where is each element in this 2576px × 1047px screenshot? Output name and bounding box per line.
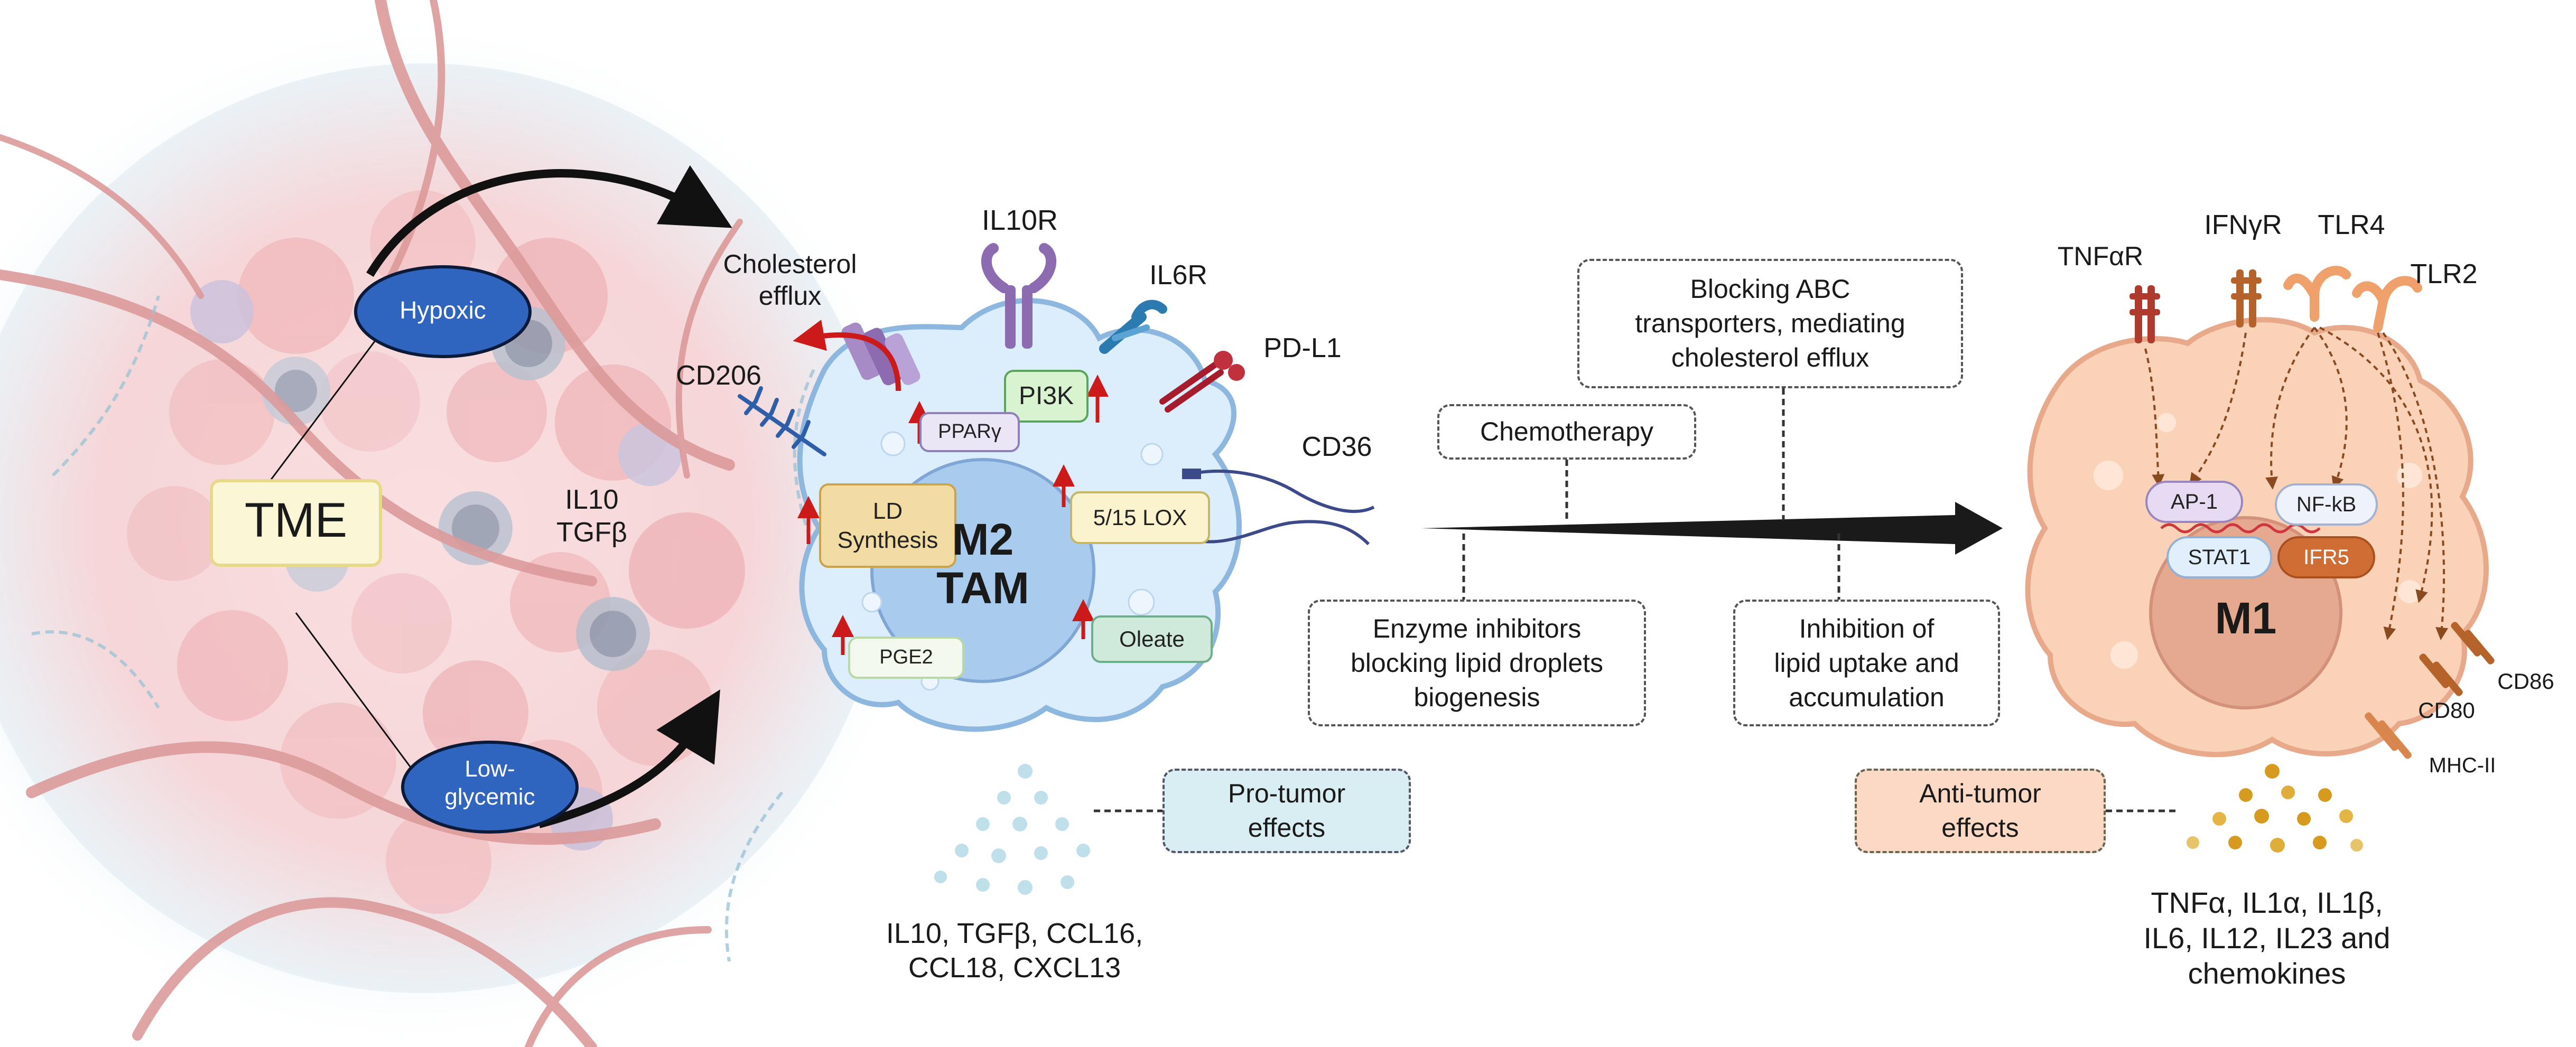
ld-synthesis-box: LD Synthesis [819, 483, 956, 568]
cd80-receptor-icon [2419, 653, 2463, 696]
cd36-label: CD36 [1301, 432, 1372, 462]
lipid-uptake-inhibition-box: Inhibition of lipid uptake and accumulat… [1733, 600, 2000, 726]
il6r-receptor-icon [1099, 300, 1167, 354]
pi3k-box: PI3K [1004, 370, 1089, 423]
cd86-receptor-icon [2451, 622, 2495, 665]
hypoxic-label: Hypoxic [399, 296, 486, 324]
ifngr-receptor-icon [2231, 269, 2262, 328]
tlr4-receptor-icon [2283, 266, 2351, 322]
pge2-box: PGE2 [848, 637, 964, 679]
ifr5-box: IFR5 [2277, 536, 2375, 578]
pdl1-receptor-icon [1159, 351, 1245, 413]
hypoxic-arrow [366, 165, 732, 277]
m1-signaling-arrows [2144, 326, 2449, 640]
anti-tumor-cytokine-dots [2187, 764, 2363, 853]
stat1-box: STAT1 [2166, 536, 2272, 578]
low-glycemic-label: Low- glycemic [444, 756, 535, 810]
cholesterol-efflux-label: Cholesterol efflux [723, 249, 857, 311]
tme-region [0, 0, 930, 1047]
m2-nucleus-label: M2 TAM [936, 515, 1029, 613]
chemotherapy-box: Chemotherapy [1437, 404, 1696, 460]
hypoxic-ellipse [354, 265, 532, 358]
oleate-box: Oleate [1091, 615, 1213, 663]
cd206-receptor-icon [738, 386, 826, 456]
il10r-receptor-icon [981, 243, 1056, 349]
ap1-box: AP-1 [2145, 481, 2243, 523]
lox-box: 5/15 LOX [1070, 491, 1210, 544]
enzyme-inhibitors-box: Enzyme inhibitors blocking lipid droplet… [1308, 600, 1646, 726]
cd80-label: CD80 [2418, 698, 2475, 723]
tnfar-receptor-icon [2129, 285, 2160, 343]
tlr4-label: TLR4 [2318, 210, 2385, 240]
pro-tumor-cytokine-dots [934, 764, 1090, 895]
m1-nucleus-label: M1 [2215, 593, 2277, 643]
low-glycemic-arrow [537, 689, 720, 828]
cd206-label: CD206 [676, 360, 761, 391]
tlr2-receptor-icon [2352, 276, 2422, 332]
tnfar-label: TNFαR [2057, 241, 2144, 271]
il6r-label: IL6R [1149, 260, 1207, 291]
mhc2-receptor-icon [2365, 712, 2412, 759]
tme-cytokines-label: IL10 TGFβ [556, 484, 627, 548]
cd86-label: CD86 [2497, 669, 2554, 694]
mhc2-label: MHC-II [2429, 754, 2496, 777]
nfkb-box: NF-kB [2275, 483, 2378, 526]
tme-box [210, 479, 382, 567]
ifngr-label: IFNγR [2204, 210, 2282, 240]
pdl1-label: PD-L1 [1263, 333, 1342, 363]
abc-transporter-strategy-box: Blocking ABC transporters, mediating cho… [1577, 259, 1963, 388]
ppar-box: PPARγ [919, 412, 1020, 452]
blood-vessels [0, 0, 743, 1047]
low-glycemic-ellipse [401, 741, 579, 834]
anti-tumor-secreted-label: TNFα, IL1α, IL1β, IL6, IL12, IL23 and ch… [2143, 886, 2391, 990]
anti-tumor-effects-box: Anti-tumor effects [1855, 769, 2106, 853]
tlr2-label: TLR2 [2410, 259, 2478, 289]
il10r-label: IL10R [981, 204, 1058, 236]
tme-label: TME [244, 493, 348, 547]
cholesterol-efflux-arrow [793, 320, 901, 391]
pro-tumor-effects-box: Pro-tumor effects [1163, 769, 1411, 853]
treatment-arrow [1421, 502, 2003, 555]
pro-tumor-secreted-label: IL10, TGFβ, CCL16, CCL18, CXCL13 [886, 918, 1143, 984]
